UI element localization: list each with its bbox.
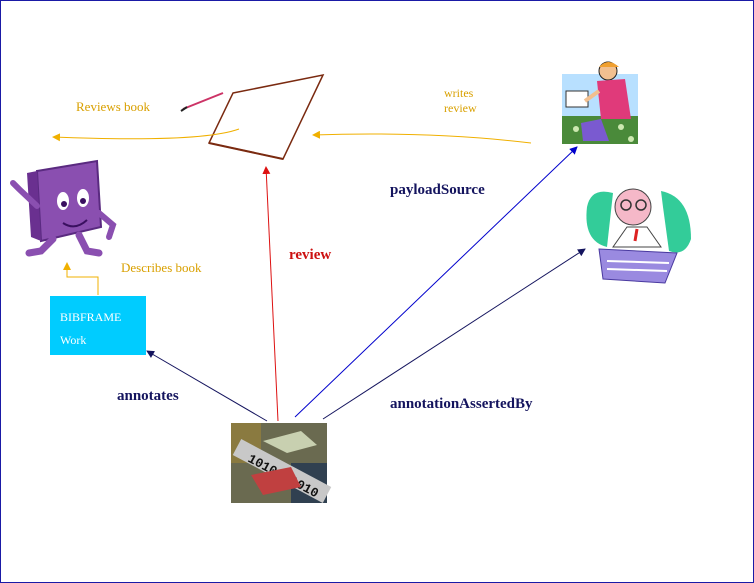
reviews-book-label: Reviews book (76, 99, 151, 114)
work-box-line1: BIBFRAME (60, 310, 122, 324)
binary-handshake-icon: 1010101010 (231, 423, 332, 503)
payload-source-arrow (294, 146, 578, 418)
annotates-label: annotates (117, 388, 179, 404)
bibframe-work-box: BIBFRAME Work (50, 296, 146, 355)
writing-person-icon (562, 61, 638, 144)
describes-book-label: Describes book (121, 260, 202, 275)
writes-label: writes (444, 86, 474, 100)
reviews-book-arrow (52, 128, 240, 142)
annotation-asserted-by-label: annotationAssertedBy (390, 396, 533, 412)
describes-book-arrow (63, 262, 99, 295)
review-arrow (262, 166, 279, 422)
writes-review-arrow (312, 130, 532, 144)
person-at-desk-icon (586, 188, 691, 284)
annotates-arrow (146, 350, 268, 422)
paper-and-pen-icon (180, 73, 325, 160)
work-box-line2: Work (60, 333, 87, 347)
review-label: review (289, 247, 332, 263)
review-word-label: review (444, 101, 477, 115)
payload-source-label: payloadSource (390, 182, 485, 198)
book-character-icon (10, 159, 117, 257)
annotation-asserted-by-arrow (322, 248, 586, 420)
